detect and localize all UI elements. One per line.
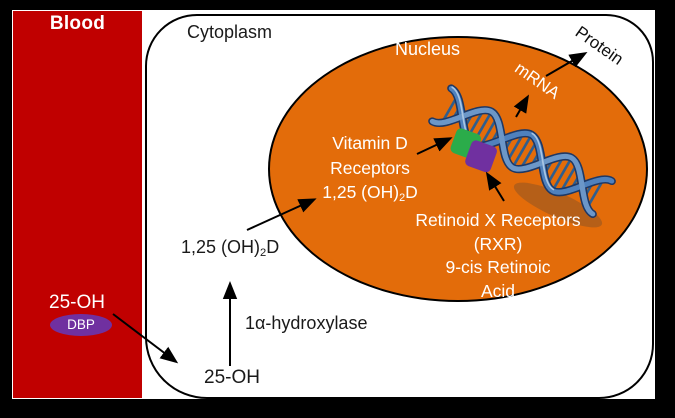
blood-label: Blood <box>49 13 106 34</box>
cytoplasm-label: Cytoplasm <box>187 22 273 42</box>
rxr-line3: 9-cis Retinoic <box>445 257 551 277</box>
calcitriol-suf: D <box>266 237 280 257</box>
rxr-line1: Retinoid X Receptors <box>415 210 581 230</box>
vitamin-d-receptor-block: Vitamin D Receptors 1,25 (OH)2D <box>308 131 432 211</box>
25oh-blood-label: 25-OH <box>49 292 105 313</box>
calcitriol-sub: 2 <box>260 247 267 260</box>
rxr-line2: (RXR) <box>473 233 523 254</box>
calcitriol-nucleus-label: 1,25 (OH)2D <box>308 180 432 211</box>
rxr-line4: Acid <box>480 280 516 301</box>
retinoid-x-receptor-block: Retinoid X Receptors (RXR) 9-cis Retinoi… <box>398 209 598 303</box>
vdr-line2: Receptors <box>330 157 410 178</box>
calcitriol-cytoplasm-label: 1,25 (OH)2D <box>181 237 279 259</box>
calcitriol-pre: 1,25 (OH) <box>322 182 400 202</box>
nucleus-label: Nucleus <box>395 39 461 59</box>
hydroxylase-enzyme-label: 1α-hydroxylase <box>245 313 368 333</box>
calcitriol-pre: 1,25 (OH) <box>181 237 261 257</box>
dbp-binding-protein: DBP <box>50 314 112 336</box>
25oh-cytoplasm-label: 25-OH <box>204 367 260 388</box>
vdr-line1: Vitamin D <box>332 133 408 153</box>
calcitriol-suf: D <box>405 182 418 202</box>
blood-compartment <box>13 11 142 398</box>
calcitriol-sub: 2 <box>399 192 406 205</box>
